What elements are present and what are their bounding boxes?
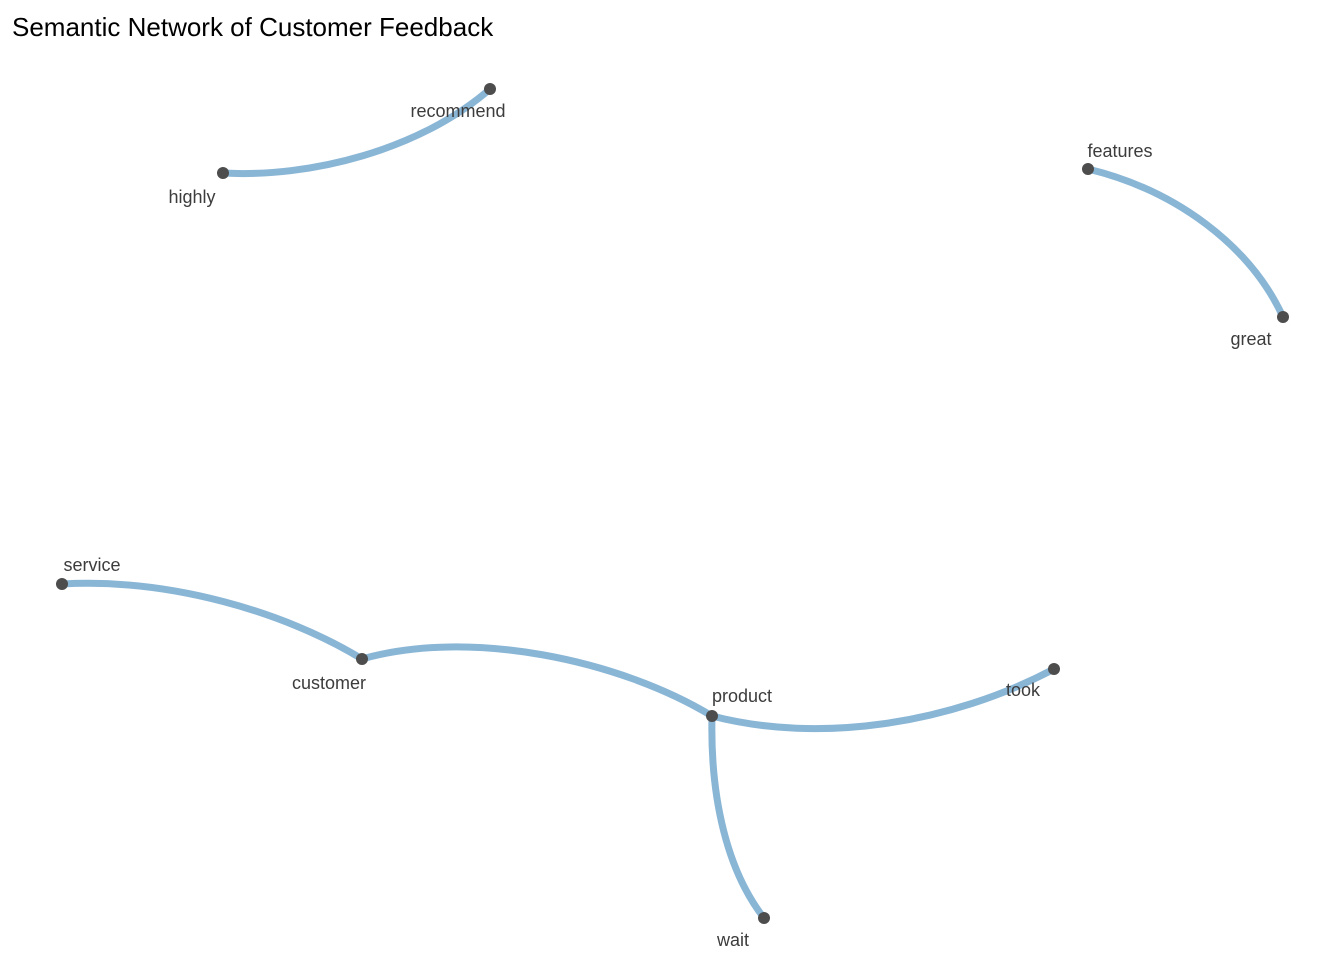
graph-node-product[interactable] [706, 710, 718, 722]
nodes-layer [56, 83, 1289, 924]
graph-node-service[interactable] [56, 578, 68, 590]
graph-edge [219, 85, 494, 178]
graph-node-label-highly: highly [168, 187, 215, 207]
graph-edge [708, 665, 1058, 733]
graph-node-label-wait: wait [716, 930, 749, 950]
labels-layer: recommend highly features great service custo… [63, 101, 1271, 950]
graph-node-label-service: service [63, 555, 120, 575]
graph-edge [58, 579, 366, 663]
graph-node-took[interactable] [1048, 663, 1060, 675]
graph-node-features[interactable] [1082, 163, 1094, 175]
graph-node-label-recommend: recommend [410, 101, 505, 121]
graph-node-label-took: took [1006, 680, 1041, 700]
graph-node-label-great: great [1230, 329, 1271, 349]
graph-edge [358, 643, 716, 720]
page-title: Semantic Network of Customer Feedback [12, 12, 494, 42]
graph-node-wait[interactable] [758, 912, 770, 924]
graph-node-customer[interactable] [356, 653, 368, 665]
graph-node-label-product: product [712, 686, 772, 706]
graph-node-label-features: features [1087, 141, 1152, 161]
graph-edge [708, 712, 768, 922]
graph-node-highly[interactable] [217, 167, 229, 179]
graph-node-recommend[interactable] [484, 83, 496, 95]
graph-edge [1084, 165, 1287, 321]
graph-node-label-customer: customer [292, 673, 366, 693]
graph-node-great[interactable] [1277, 311, 1289, 323]
edges-layer [58, 85, 1287, 922]
